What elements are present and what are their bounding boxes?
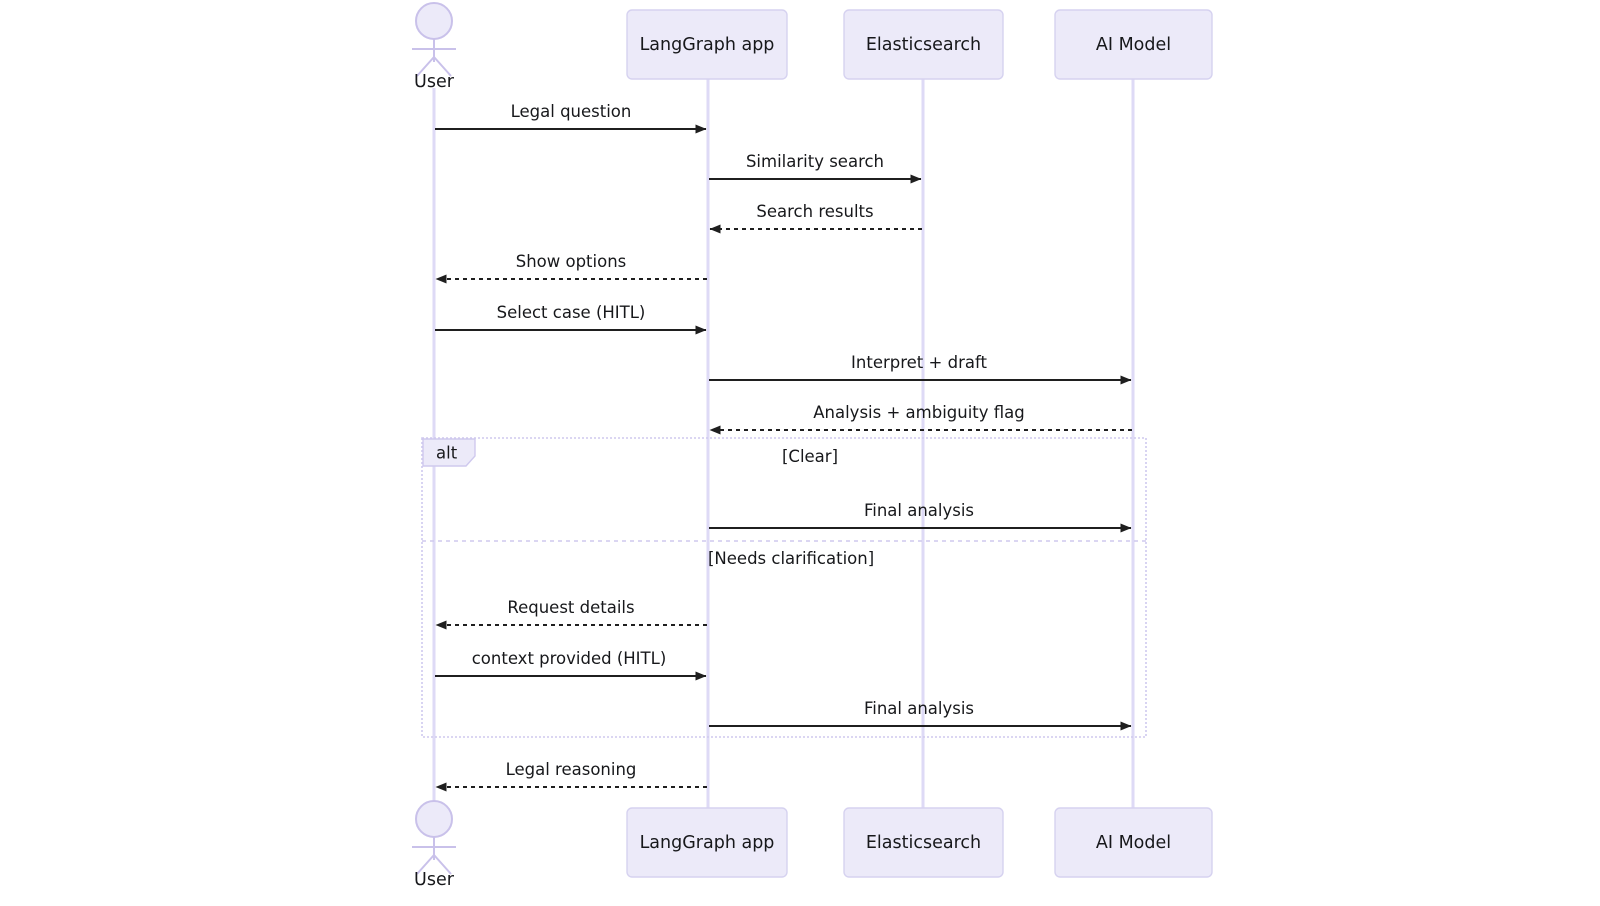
alt-fragment: alt [Clear] [Needs clarification] [421, 437, 1147, 738]
participant-label-langgraph-app-footer: LangGraph app [640, 833, 775, 853]
actor-head-icon-user-bottom [415, 800, 453, 838]
message-label-interpret-draft: Interpret + draft [851, 353, 987, 372]
actor-header-user[interactable]: User [412, 2, 456, 92]
actor-body-icon-user-bottom [412, 837, 456, 875]
message-show-options[interactable]: Show options [435, 252, 707, 284]
participant-box-langgraph-app[interactable] [626, 9, 788, 80]
message-search-results[interactable]: Search results [709, 202, 922, 234]
alt-fragment-frame [421, 437, 1147, 738]
alt-operator-label: alt [436, 444, 458, 463]
participant-box-elasticsearch[interactable] [843, 9, 1004, 80]
message-final-analysis-clarified[interactable]: Final analysis [709, 699, 1132, 731]
message-context-provided-hitl[interactable]: context provided (HITL) [435, 649, 707, 681]
message-label-legal-reasoning: Legal reasoning [506, 760, 637, 779]
lifelines-group [432, 79, 1135, 808]
message-legal-reasoning[interactable]: Legal reasoning [435, 760, 707, 792]
message-legal-question[interactable]: Legal question [435, 102, 707, 134]
message-final-analysis-clear[interactable]: Final analysis [709, 501, 1132, 533]
actor-footer-user[interactable]: User [412, 800, 456, 890]
participant-footer-langgraph-app[interactable]: LangGraph app [626, 807, 788, 878]
message-label-final-analysis-clear: Final analysis [864, 501, 974, 520]
message-select-case-hitl[interactable]: Select case (HITL) [435, 303, 707, 335]
participant-header-ai-model[interactable]: AI Model [1054, 9, 1213, 80]
participant-label-ai-model: AI Model [1096, 35, 1171, 55]
participant-box-ai-model[interactable] [1054, 9, 1213, 80]
message-label-similarity-search: Similarity search [746, 152, 884, 171]
message-label-select-case-hitl: Select case (HITL) [497, 303, 646, 322]
actor-body-icon-user-top [412, 39, 456, 77]
alt-operator-tag [422, 438, 476, 467]
message-label-analysis-ambiguity-flag: Analysis + ambiguity flag [813, 403, 1025, 422]
participant-label-elasticsearch-footer: Elasticsearch [866, 833, 981, 853]
participant-label-elasticsearch: Elasticsearch [866, 35, 981, 55]
actor-label-user-bottom: User [414, 870, 455, 890]
actor-label-user-top: User [414, 72, 455, 92]
message-similarity-search[interactable]: Similarity search [709, 152, 922, 184]
participant-label-langgraph-app: LangGraph app [640, 35, 775, 55]
participant-label-ai-model-footer: AI Model [1096, 833, 1171, 853]
message-request-details[interactable]: Request details [435, 598, 707, 630]
message-label-show-options: Show options [516, 252, 627, 271]
message-label-final-analysis-clarified: Final analysis [864, 699, 974, 718]
message-label-request-details: Request details [507, 598, 634, 617]
participant-box-elasticsearch-footer[interactable] [843, 807, 1004, 878]
participant-footer-ai-model[interactable]: AI Model [1054, 807, 1213, 878]
participant-box-langgraph-app-footer[interactable] [626, 807, 788, 878]
alt-branch-condition-needs-clarification: [Needs clarification] [708, 549, 874, 568]
actor-head-icon-user-top [415, 2, 453, 40]
participant-header-elasticsearch[interactable]: Elasticsearch [843, 9, 1004, 80]
participant-box-ai-model-footer[interactable] [1054, 807, 1213, 878]
alt-branch-condition-clear: [Clear] [782, 447, 838, 466]
message-interpret-draft[interactable]: Interpret + draft [709, 353, 1132, 385]
participant-header-langgraph-app[interactable]: LangGraph app [626, 9, 788, 80]
message-label-context-provided-hitl: context provided (HITL) [472, 649, 667, 668]
message-label-legal-question: Legal question [511, 102, 632, 121]
message-label-search-results: Search results [756, 202, 873, 221]
message-analysis-ambiguity-flag[interactable]: Analysis + ambiguity flag [709, 403, 1132, 435]
participant-footer-elasticsearch[interactable]: Elasticsearch [843, 807, 1004, 878]
